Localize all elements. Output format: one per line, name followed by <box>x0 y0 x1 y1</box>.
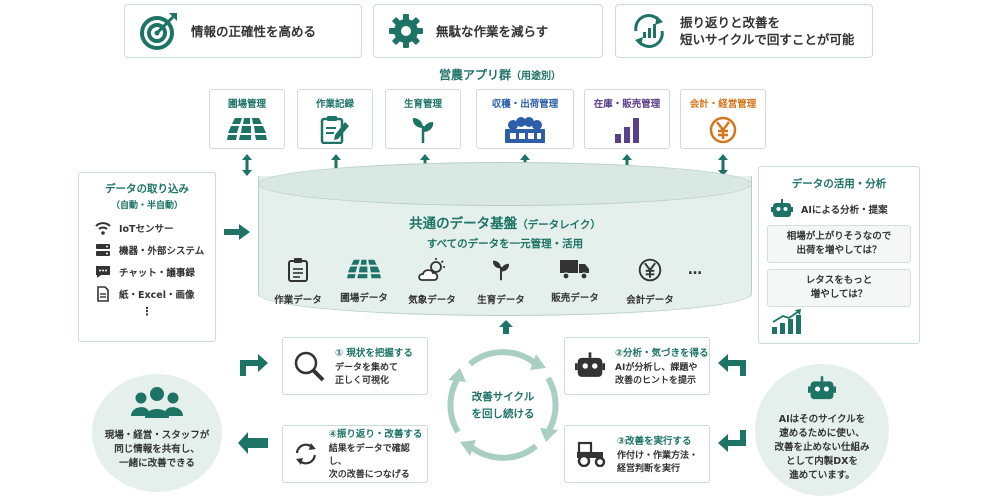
input-panel-title: データの取り込み <box>105 183 189 195</box>
data-item-growth: 生育データ <box>466 258 536 306</box>
yen-coin-icon <box>638 258 662 282</box>
clipboard-icon <box>288 258 308 282</box>
data-item-accounting: 会計データ <box>615 258 685 306</box>
suggestion-bubble: レタスをもっと 増やしては？ <box>767 269 911 307</box>
analysis-panel-title: データの活用・分析 <box>791 178 887 190</box>
app-field-management[interactable]: 圃場管理 <box>209 89 285 149</box>
cycle-center-label: 改善サイクル を回し続ける <box>471 391 535 420</box>
app-label: 収穫・出荷管理 <box>491 99 559 110</box>
more-indicator: ⋮ <box>141 305 153 318</box>
data-item-work: 作業データ <box>263 258 333 306</box>
field-icon <box>227 118 267 140</box>
corner-arrow-icon <box>718 430 746 452</box>
bar-chart-icon <box>615 118 639 143</box>
double-arrow-icon <box>242 154 252 176</box>
clipboard-pen-icon <box>320 116 349 145</box>
data-input-panel: データの取り込み （自動・半自動） IoTセンサー 機器・外部システム チャット… <box>78 172 216 342</box>
app-accounting[interactable]: 会計・経営管理 <box>680 89 766 149</box>
team-icon <box>131 387 183 418</box>
goal-accuracy: 情報の正確性を高める <box>124 4 362 58</box>
data-item-sales: 販売データ <box>540 258 610 304</box>
refresh-icon <box>295 443 316 465</box>
server-icon <box>96 244 110 256</box>
more-indicator: … <box>688 262 702 278</box>
app-inventory-sales[interactable]: 在庫・販売管理 <box>584 89 670 149</box>
corner-arrow-icon <box>718 354 746 376</box>
target-icon <box>140 13 177 50</box>
app-work-record[interactable]: 作業記録 <box>297 89 373 149</box>
gear-icon <box>389 14 423 48</box>
app-growth-management[interactable]: 生育管理 <box>385 89 461 149</box>
app-label: 作業記録 <box>315 99 354 110</box>
double-arrow-icon <box>718 154 728 176</box>
data-lake-title: 共通のデータ基盤（データレイク） <box>409 216 601 232</box>
input-item-documents: 紙・Excel・画像 <box>95 283 215 305</box>
ai-note: AIはそのサイクルを 速めるために使い、 改善を止めない仕組み として内製DXを… <box>755 364 889 496</box>
goal-label: 無駄な作業を減らす <box>436 23 549 39</box>
input-item-chat: チャット・議事録 <box>95 261 215 283</box>
ai-proposal-row: AIによる分析・提案 <box>771 199 919 219</box>
cycle-chart-icon <box>634 14 664 48</box>
chat-icon <box>96 266 110 278</box>
growth-chart-icon <box>772 309 801 334</box>
app-harvest-shipping[interactable]: 収穫・出荷管理 <box>476 89 574 149</box>
harvest-crate-icon <box>505 117 545 143</box>
sprout-icon <box>492 260 510 281</box>
weather-icon <box>418 258 445 281</box>
cycle-step-1: ① 現状を把握するデータを集めて正しく可視化 <box>282 337 428 395</box>
team-sharing-note: 現場・経営・スタッフが 同じ情報を共有し、 一緒に改善できる <box>92 374 222 492</box>
yen-coin-icon <box>709 116 737 144</box>
data-item-field: 圃場データ <box>329 258 399 304</box>
app-label: 圃場管理 <box>227 99 266 110</box>
arrow-left-icon <box>238 432 268 454</box>
data-analysis-panel: データの活用・分析 AIによる分析・提案 相場が上がりそうなので 出荷を増やして… <box>758 166 920 344</box>
suggestion-bubble: 相場が上がりそうなので 出荷を増やしては？ <box>767 225 911 263</box>
goal-cycle: 振り返りと改善を 短いサイクルで回すことが可能 <box>615 4 873 58</box>
document-icon <box>97 286 109 302</box>
magnifier-icon <box>294 351 325 382</box>
field-icon <box>347 259 381 279</box>
data-item-weather: 気象データ <box>397 258 467 306</box>
tractor-icon <box>577 441 606 467</box>
input-item-systems: 機器・外部システム <box>95 239 215 261</box>
app-label: 在庫・販売管理 <box>593 99 661 110</box>
app-label: 会計・経営管理 <box>689 99 757 110</box>
data-lake-top <box>258 162 752 206</box>
apps-title: 営農アプリ群（用途別） <box>438 68 561 82</box>
robot-icon <box>575 352 605 377</box>
corner-arrow-icon <box>240 354 268 376</box>
goal-label: 振り返りと改善を 短いサイクルで回すことが可能 <box>680 15 855 47</box>
app-label: 生育管理 <box>403 99 442 110</box>
goal-label: 情報の正確性を高める <box>191 23 317 39</box>
arrow-up-icon <box>499 320 513 334</box>
robot-icon <box>808 376 836 400</box>
input-item-iot: IoTセンサー <box>95 217 215 239</box>
robot-icon <box>771 199 793 217</box>
data-lake-subtitle: すべてのデータを一元管理・活用 <box>426 238 584 250</box>
cycle-step-4: ④振り返り・改善する結果をデータで確認し、次の改善につなげる <box>282 425 428 483</box>
goal-efficiency: 無駄な作業を減らす <box>373 4 603 58</box>
sprout-icon <box>412 118 434 143</box>
improvement-cycle-ring <box>447 349 559 461</box>
cycle-step-3: ③改善を実行する作付け・作業方法・経営判断を実行 <box>564 425 710 483</box>
input-panel-subtitle: （自動・半自動） <box>110 201 183 211</box>
arrow-right-icon <box>224 224 250 240</box>
truck-icon <box>560 260 589 280</box>
wifi-icon <box>95 222 111 235</box>
